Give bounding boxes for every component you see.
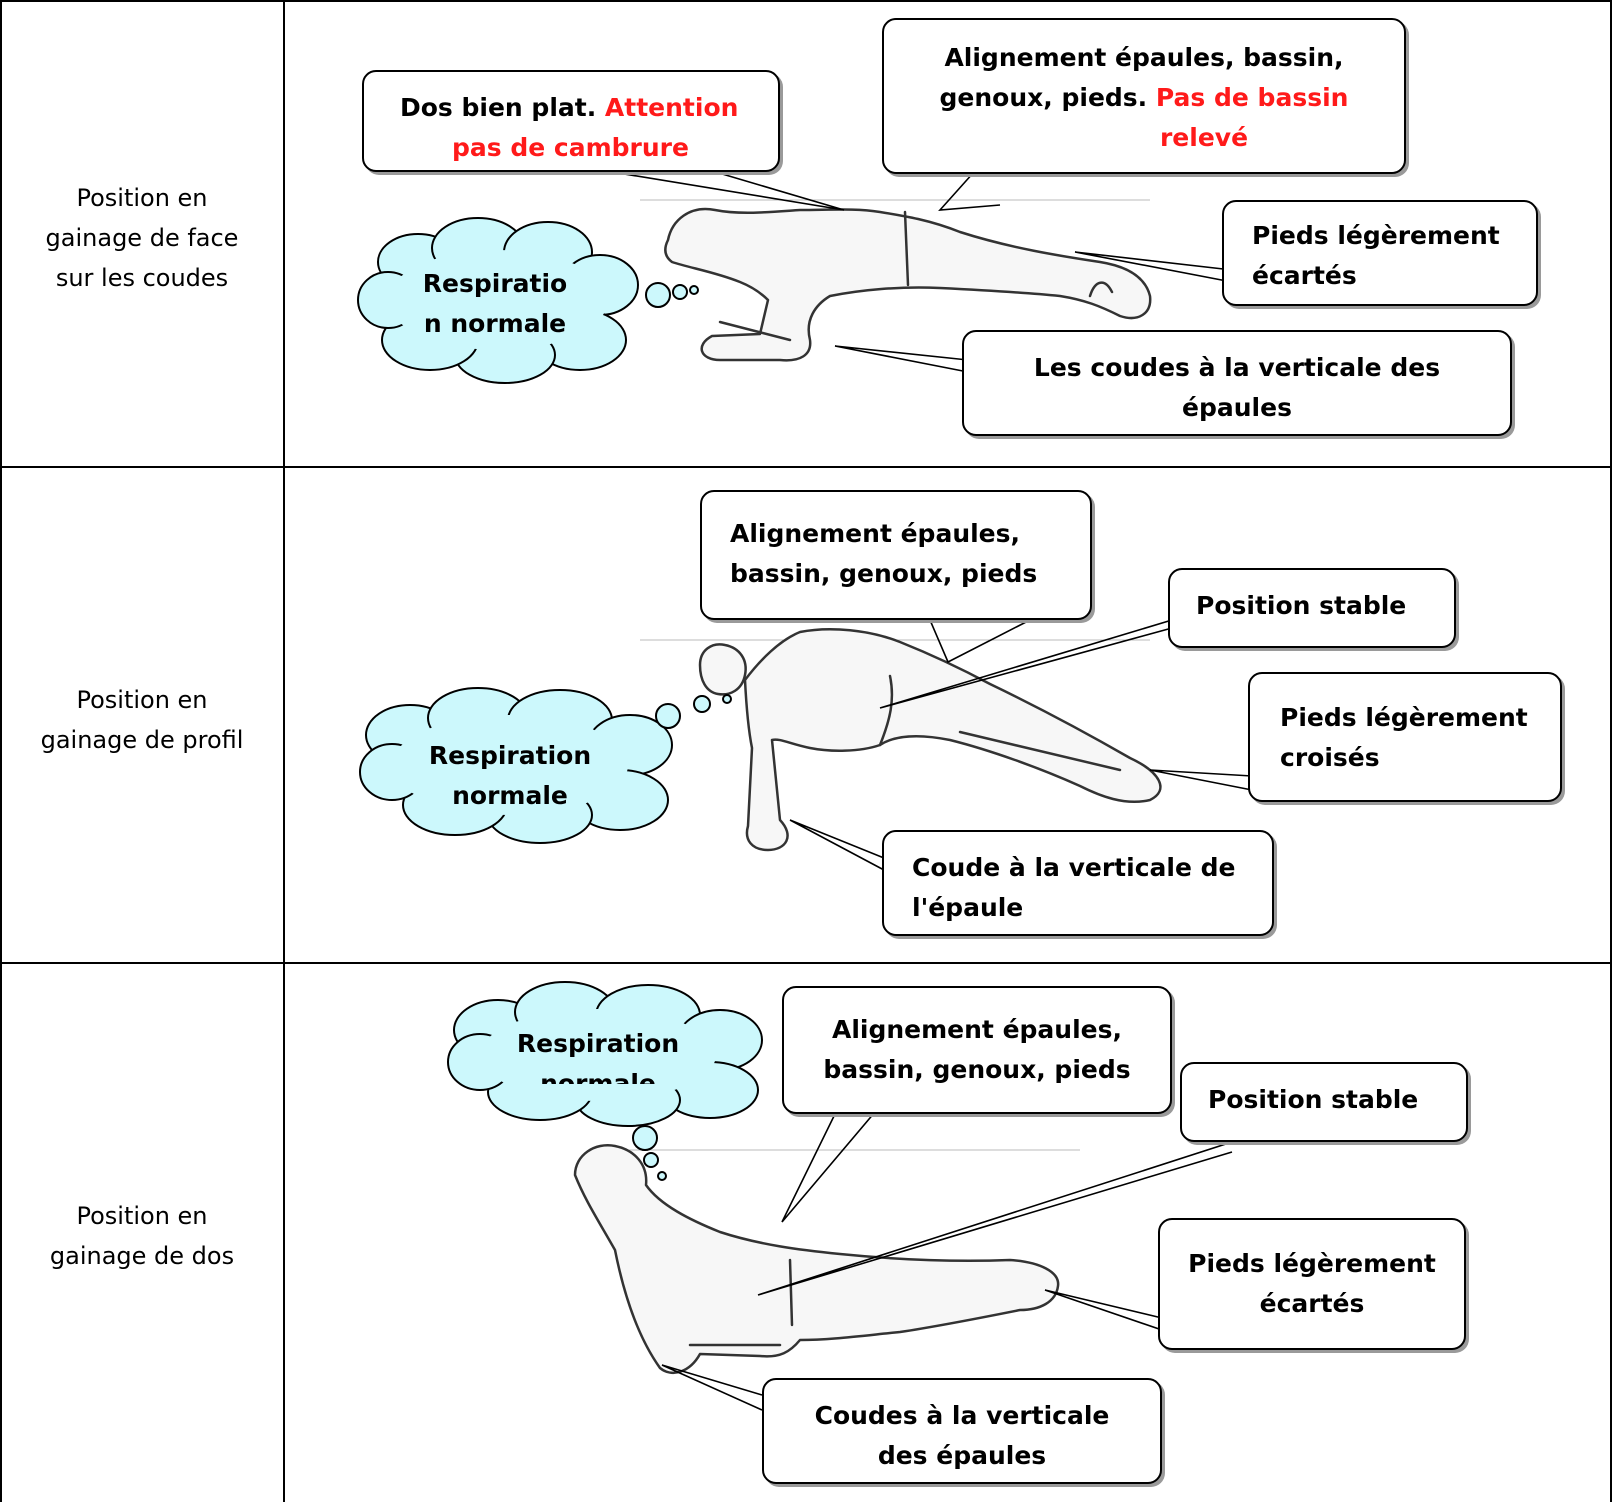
thought-clouds	[357, 217, 763, 1181]
callout-alignement-dos: Alignement épaules, bassin, genoux, pied…	[782, 986, 1172, 1114]
callout-position-stable-dos: Position stable	[1180, 1062, 1468, 1142]
row-divider-2	[0, 962, 1612, 964]
callout-dos-plat: Dos bien plat. Attention pas de cambrure	[362, 70, 780, 172]
callout-position-stable-profil: Position stable	[1168, 568, 1456, 648]
warning-text: pas de cambrure	[452, 133, 689, 162]
plank-dos-figure	[573, 1144, 1060, 1374]
callout-coude-profil: Coude à la verticale de l'épaule	[882, 830, 1274, 936]
row-divider-1	[0, 466, 1612, 468]
table-border-right	[1610, 0, 1612, 1502]
callout-pieds-ecartes-face: Pieds légèrement écartés	[1222, 200, 1538, 306]
table-border-left	[0, 0, 2, 1502]
cloud-row2	[359, 687, 732, 844]
table-border-top	[0, 0, 1612, 2]
callout-pieds-ecartes-dos: Pieds légèrement écartés	[1158, 1218, 1466, 1350]
plank-face-figure	[664, 207, 1152, 362]
callout-alignement-face: Alignement épaules, bassin, genoux, pied…	[882, 18, 1406, 174]
plank-profil-figure	[698, 628, 1162, 852]
cloud-row3	[447, 981, 763, 1181]
column-divider	[283, 0, 285, 1502]
callout-pieds-croises: Pieds légèrement croisés	[1248, 672, 1562, 802]
cloud-row1	[357, 217, 699, 384]
pointer-lines	[599, 167, 1253, 1411]
callout-coudes-dos: Coudes à la verticale des épaules	[762, 1378, 1162, 1484]
callout-coudes-face: Les coudes à la verticale des épaules	[962, 330, 1512, 436]
callout-alignement-profil: Alignement épaules, bassin, genoux, pied…	[700, 490, 1092, 620]
